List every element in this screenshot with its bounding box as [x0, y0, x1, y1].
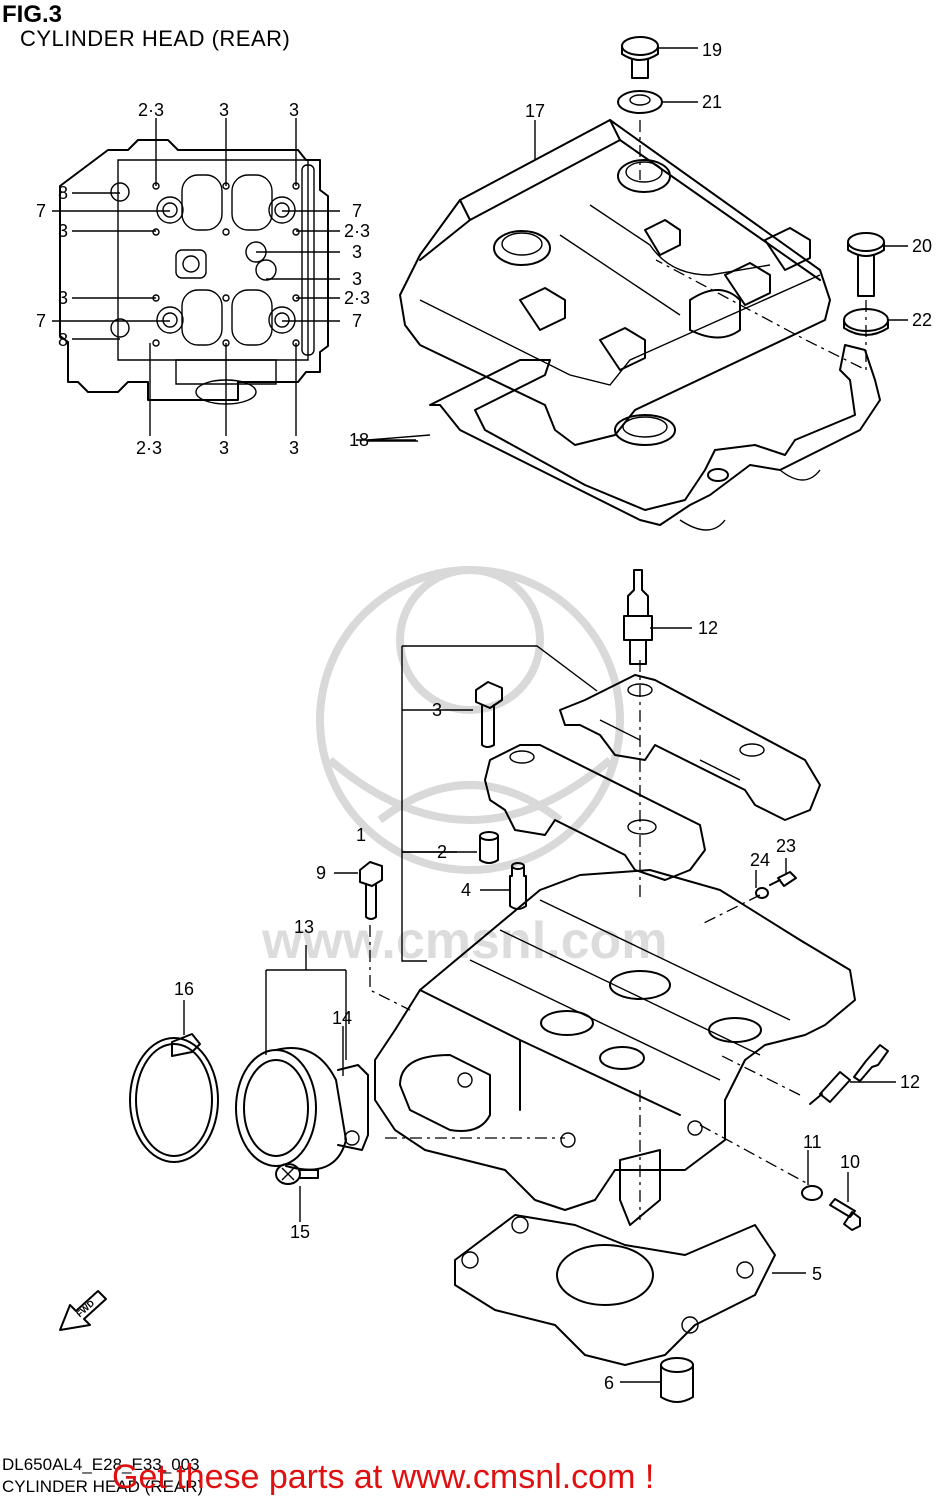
label-14: 14 [332, 1008, 352, 1028]
label-23: 23 [776, 836, 796, 856]
label-12-right: 12 [900, 1072, 920, 1092]
cover-bolt-19 [621, 36, 659, 79]
bolt-3 [475, 681, 503, 748]
plan-label-left-6: 8 [58, 330, 68, 350]
plan-view-cylinder-head [52, 118, 340, 436]
bolt-23 [769, 871, 797, 887]
plan-label-right-5: 2·3 [344, 288, 370, 308]
diagram-code: DL650AL4_E28_E33_003 [2, 1455, 200, 1474]
footer-caption: CYLINDER HEAD (REAR) [2, 1477, 203, 1496]
cylinder-head-body [374, 869, 856, 1226]
callout-18: 18 [349, 430, 369, 450]
bolt-10 [829, 1198, 861, 1231]
plan-label-top-1: 2·3 [138, 100, 164, 120]
label-2: 2 [437, 842, 447, 862]
callout-12-upper: 12 [698, 618, 718, 638]
plan-label-right-1: 7 [352, 201, 362, 221]
label-15: 15 [290, 1222, 310, 1242]
callout-3: 3 [432, 700, 442, 720]
camshaft-holder-front [484, 744, 706, 881]
label-1: 1 [356, 825, 366, 845]
label-10: 10 [840, 1152, 860, 1172]
spark-plug-upper [623, 569, 653, 665]
cover-bolt-20 [847, 232, 885, 297]
plan-label-left-5: 7 [36, 311, 46, 331]
dowel-pin-6 [660, 1357, 694, 1403]
bolt-9 [359, 861, 383, 920]
watermark-logo: www.cmsnl.com [261, 566, 668, 970]
parts-ad-link[interactable]: Get these parts at www.cmsnl.com ! [112, 1458, 654, 1496]
washer-11 [801, 1185, 823, 1201]
plan-label-top-3: 3 [289, 100, 299, 120]
callout-21: 21 [702, 92, 722, 112]
label-4: 4 [461, 880, 471, 900]
plan-label-left-2: 7 [36, 201, 46, 221]
label-5: 5 [812, 1264, 822, 1284]
label-24: 24 [750, 850, 770, 870]
fwd-label: FWD [74, 1298, 96, 1319]
label-16: 16 [174, 979, 194, 999]
plan-label-right-6: 7 [352, 311, 362, 331]
watermark-text: www.cmsnl.com [261, 912, 668, 970]
plan-label-right-4: 3 [352, 269, 362, 289]
fwd-arrow-icon: FWD [59, 1290, 107, 1331]
plan-label-left-4: 3 [58, 288, 68, 308]
intake-clamp-16 [129, 1033, 219, 1163]
plan-label-top-2: 3 [219, 100, 229, 120]
plan-label-bottom-1: 2·3 [136, 438, 162, 458]
label-11: 11 [803, 1132, 822, 1152]
spark-plug-right [809, 1044, 889, 1105]
camshaft-holder-rear [559, 674, 821, 821]
plan-label-bottom-2: 3 [219, 438, 229, 458]
plan-label-bottom-3: 3 [289, 438, 299, 458]
diagram-title: CYLINDER HEAD (REAR) [20, 26, 290, 51]
callout-20: 20 [912, 236, 932, 256]
callout-22: 22 [912, 310, 932, 330]
plan-label-right-2: 2·3 [344, 221, 370, 241]
label-6: 6 [604, 1373, 614, 1393]
intake-pipe-14 [337, 1064, 369, 1151]
label-9: 9 [316, 863, 326, 883]
dowel-2 [479, 831, 499, 864]
plan-label-right-3: 3 [352, 242, 362, 262]
label-13: 13 [294, 917, 314, 937]
plan-label-left-1: 8 [58, 183, 68, 203]
cylinder-head-cover [399, 119, 831, 446]
oil-jet-4 [509, 862, 527, 910]
callout-19: 19 [702, 40, 722, 60]
figure-number: FIG.3 [2, 1, 62, 28]
head-cover-gasket [429, 344, 881, 531]
washer-24 [755, 887, 769, 899]
screw-15 [275, 1163, 319, 1185]
plan-label-left-3: 3 [58, 221, 68, 241]
callout-17: 17 [525, 101, 545, 121]
cylinder-head-gasket [454, 1214, 776, 1366]
